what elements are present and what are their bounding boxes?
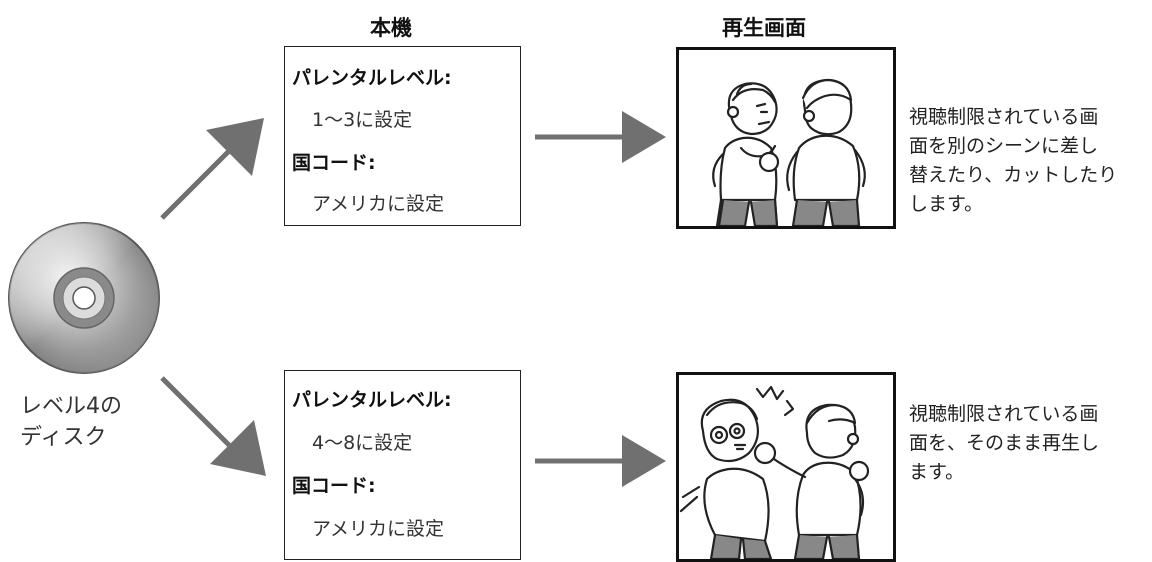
settings-box-upper: パレンタルレベル: 1〜3に設定 国コード: アメリカに設定 bbox=[284, 46, 521, 226]
country-code-value: アメリカに設定 bbox=[312, 193, 445, 215]
parental-level-value: 1〜3に設定 bbox=[312, 109, 413, 131]
description-line: 面を、そのまま再生し bbox=[909, 432, 1100, 454]
description-line: 視聴制限されている画 bbox=[909, 106, 1099, 128]
screen-heading: 再生画面 bbox=[722, 16, 806, 40]
country-code-label: 国コード: bbox=[292, 152, 376, 174]
description-lower: 視聴制限されている画 面を、そのまま再生し ます。 bbox=[909, 400, 1099, 487]
description-line: ます。 bbox=[909, 461, 965, 483]
two-men-standing-scene bbox=[712, 78, 866, 226]
arrow-right-upper-icon bbox=[535, 111, 666, 163]
playback-screen-upper bbox=[676, 47, 896, 229]
parental-level-label: パレンタルレベル: bbox=[292, 389, 452, 411]
parental-level-label: パレンタルレベル: bbox=[292, 67, 452, 89]
country-code-label: 国コード: bbox=[292, 475, 376, 497]
description-line: 面を別のシーンに差し bbox=[909, 135, 1099, 157]
disc-label-line1: レベル4の bbox=[20, 394, 122, 419]
description-line: 替えたり、カットしたり bbox=[909, 164, 1118, 186]
settings-box-lower: パレンタルレベル: 4〜8に設定 国コード: アメリカに設定 bbox=[284, 370, 521, 560]
parental-level-value: 4〜8に設定 bbox=[312, 432, 413, 454]
unit-heading: 本機 bbox=[370, 16, 412, 40]
playback-screen-lower bbox=[676, 372, 896, 562]
country-code-value: アメリカに設定 bbox=[312, 518, 445, 540]
description-line: 視聴制限されている画 bbox=[909, 403, 1099, 425]
punching-fight-scene bbox=[679, 385, 870, 559]
disc-icon bbox=[8, 222, 160, 374]
description-upper: 視聴制限されている画 面を別のシーンに差し 替えたり、カットしたり します。 bbox=[909, 103, 1117, 219]
arrow-right-lower-icon bbox=[535, 435, 666, 487]
disc-label-line2: ディスク bbox=[20, 425, 107, 450]
arrow-down-icon bbox=[160, 376, 266, 476]
arrow-up-icon bbox=[160, 118, 264, 220]
description-line: します。 bbox=[909, 193, 984, 215]
